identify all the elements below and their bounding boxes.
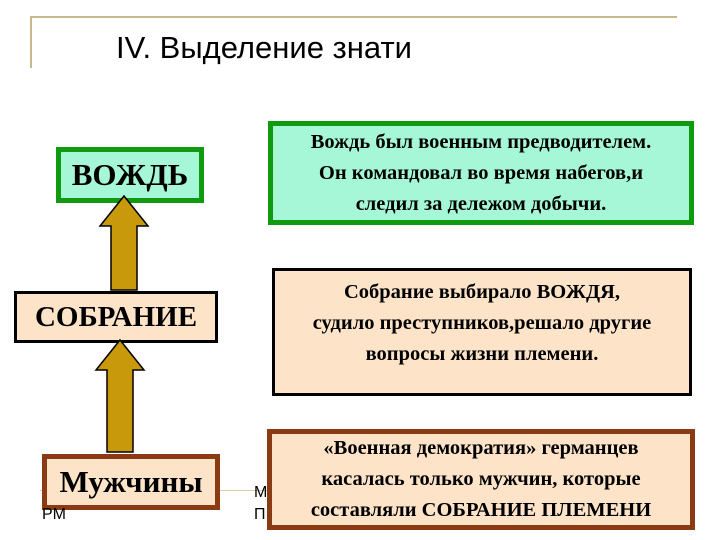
footer-mid-bottom-text: П	[254, 506, 266, 523]
arrow-up-icon	[94, 338, 146, 453]
vozhd-box: ВОЖДЬ	[56, 147, 204, 203]
vozhd-label: ВОЖДЬ	[71, 157, 189, 192]
muzhchiny-description-line: «Военная демократия» германцев	[323, 437, 639, 459]
sobranie-description-line: Собрание выбирало ВОЖДЯ,	[343, 281, 621, 303]
sobranie-label: СОБРАНИЕ	[34, 300, 198, 333]
vozhd-description-line: Он командовал во время набегов,и	[318, 161, 644, 184]
sobranie-description-line: вопросы жизни племени.	[365, 343, 599, 365]
muzhchiny-description-line: составляли СОБРАНИЕ ПЛЕМЕНИ	[310, 499, 652, 521]
muzhchiny-box: Мужчины	[42, 454, 220, 510]
muzhchiny-description-box: «Военная демократия» германцев касалась …	[267, 429, 695, 530]
muzhchiny-description-line: касалась только мужчин, которые	[321, 468, 641, 490]
footer-left-text: PM	[42, 506, 66, 523]
vozhd-description-box: Вождь был военным предводителем. Он кома…	[268, 121, 694, 225]
arrow-up-icon	[98, 194, 150, 291]
footer-mid-top-text: M	[254, 484, 268, 501]
sobranie-description-box: Собрание выбирало ВОЖДЯ, судило преступн…	[272, 268, 692, 396]
sobranie-box: СОБРАНИЕ	[14, 291, 218, 343]
vozhd-description-line: Вождь был военным предводителем.	[310, 130, 652, 153]
top-frame-line	[32, 16, 677, 18]
vozhd-description-line: следил за дележом добычи.	[355, 192, 607, 215]
muzhchiny-label: Мужчины	[59, 464, 203, 499]
sobranie-description-line: судило преступников,решало другие	[312, 312, 652, 334]
slide-title: IV. Выделение знати	[116, 30, 412, 65]
left-frame-line	[30, 16, 32, 68]
